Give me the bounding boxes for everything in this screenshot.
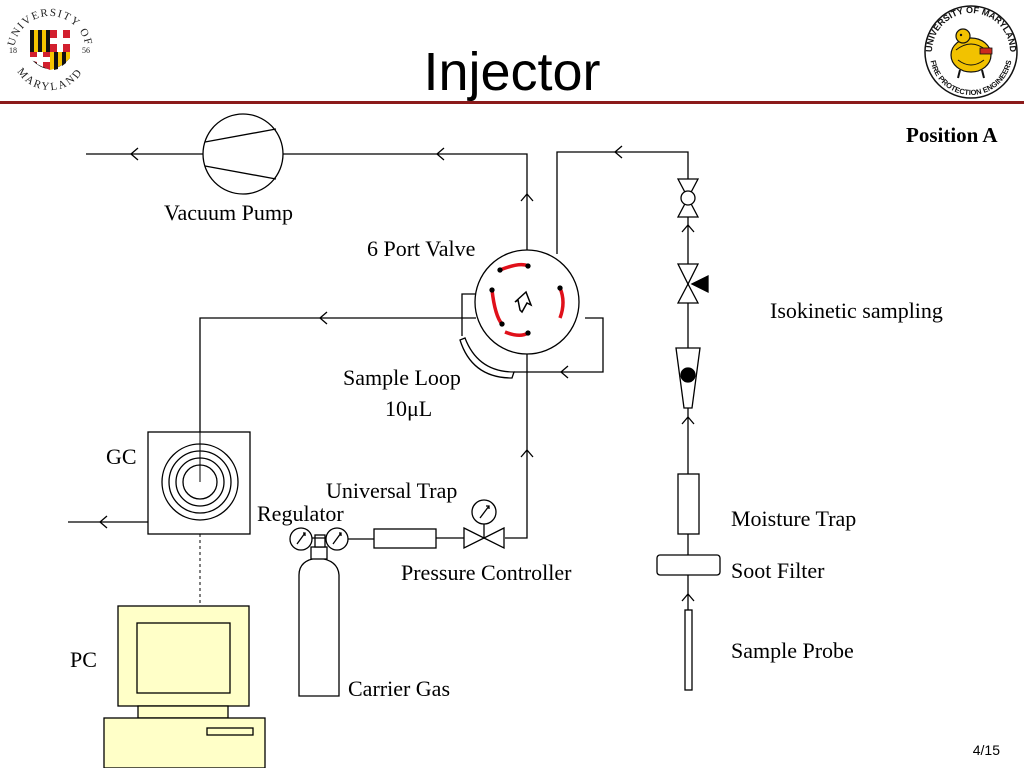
flow-arrow-icon — [614, 145, 623, 159]
carrier-gas-line — [505, 350, 534, 539]
moisture-trap-label: Moisture Trap — [731, 506, 857, 531]
valve-rotor-arrow-icon — [514, 290, 533, 314]
pc-label: PC — [70, 647, 97, 672]
pc-computer-icon — [103, 605, 266, 768]
universal-trap-icon — [373, 528, 464, 549]
title-divider — [0, 101, 1024, 104]
flow-arrow-icon — [560, 365, 569, 379]
maryland-flag-shield-icon — [30, 30, 70, 70]
valve-position-label: Position A — [906, 123, 998, 147]
needle-valve-icon — [676, 263, 709, 304]
sample-loop-line — [459, 293, 604, 379]
gc-label: GC — [106, 444, 137, 469]
isokinetic-sampling-label: Isokinetic sampling — [770, 298, 943, 323]
soot-filter-label: Soot Filter — [731, 558, 825, 583]
flow-arrow-icon — [319, 311, 328, 325]
carrier-gas-cylinder-icon — [298, 546, 340, 697]
six-port-valve-label: 6 Port Valve — [367, 236, 476, 261]
regulator-icon — [289, 527, 374, 551]
vacuum-line — [86, 147, 534, 250]
flow-arrow-icon — [681, 224, 695, 233]
flowmeter-icon — [675, 347, 701, 409]
flow-arrow-icon — [681, 593, 695, 602]
fire-protection-engineers-logo: UNIVERSITY OF MARYLAND FIRE PROTECTION E… — [924, 5, 1018, 99]
university-of-maryland-seal-logo: UNIVERSITY OF MARYLAND 18 56 — [5, 7, 93, 93]
flow-arrow-icon — [520, 449, 534, 458]
sample-probe-icon — [684, 609, 693, 691]
turtle-mascot-icon — [950, 28, 993, 79]
moisture-trap-icon — [677, 473, 700, 535]
pressure-controller-icon — [463, 499, 505, 550]
gc-instrument-icon — [68, 431, 251, 535]
flow-arrow-icon — [130, 147, 139, 161]
isokinetic-sampling-train — [681, 178, 695, 690]
soot-filter-icon — [656, 554, 721, 576]
gc-column-line — [199, 311, 476, 432]
page-number: 4/15 — [972, 742, 1000, 758]
sample-probe-label: Sample Probe — [731, 638, 854, 663]
seal-year-right: 56 — [82, 46, 90, 55]
seal-year-left: 18 — [9, 46, 17, 55]
vacuum-pump-icon — [202, 113, 284, 195]
carrier-gas-label: Carrier Gas — [348, 676, 451, 701]
sample-loop-label: Sample Loop — [343, 365, 461, 390]
slide-title: Injector — [423, 42, 601, 102]
flow-arrow-icon — [520, 193, 534, 202]
regulator-label: Regulator — [257, 501, 344, 526]
flow-arrow-icon — [99, 515, 108, 529]
flow-arrow-icon — [681, 416, 695, 425]
sample-loop-volume-label: 10μL — [385, 396, 433, 421]
universal-trap-label: Universal Trap — [326, 478, 458, 503]
flow-arrow-icon — [436, 147, 445, 161]
six-port-valve-icon — [474, 249, 580, 355]
pressure-controller-label: Pressure Controller — [401, 560, 572, 585]
vacuum-pump-label: Vacuum Pump — [164, 200, 293, 225]
sampling-line — [556, 145, 689, 254]
shutoff-valve-icon — [676, 178, 700, 218]
